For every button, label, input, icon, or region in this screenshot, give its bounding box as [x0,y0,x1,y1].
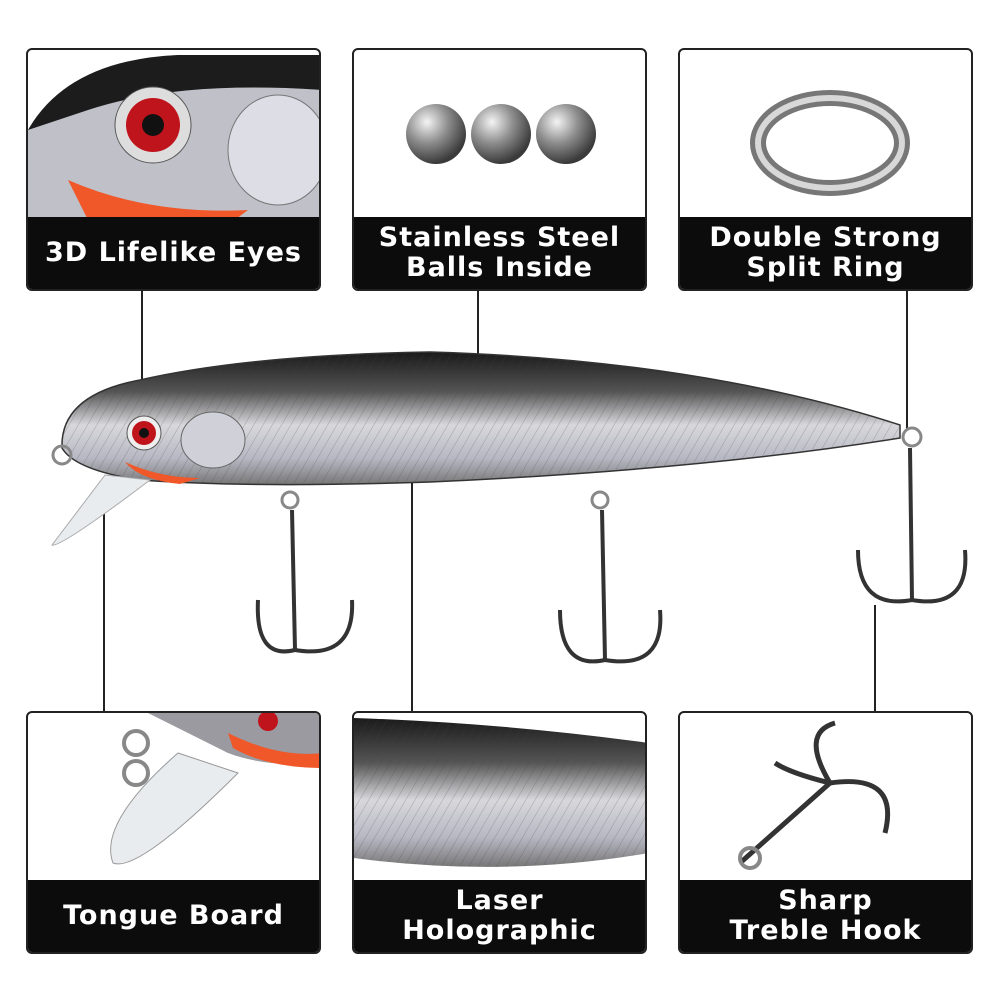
split-ring-image [750,90,910,196]
feature-panel-tongue: Tongue Board [26,711,321,954]
treble-hook-image [738,720,891,870]
feature-panel-eyes: 3D Lifelike Eyes [26,48,321,291]
label-line: 3D Lifelike Eyes [45,237,302,268]
connector-ring [906,290,908,430]
connector-tongue [103,490,105,712]
label-line: Split Ring [746,252,905,283]
label-line: Balls Inside [405,252,593,283]
connector-laser [411,460,413,712]
label-line: Treble Hook [729,915,922,946]
label-line: Double Strong [709,222,942,253]
feature-panel-hook: Sharp Treble Hook [678,711,973,954]
label-line: Stainless Steel [378,222,621,253]
feature-panel-ring: Double Strong Split Ring [678,48,973,291]
holographic-body-image [354,718,645,867]
label-line: Tongue Board [63,900,284,931]
feature-label: Sharp Treble Hook [680,880,971,952]
connector-hook [874,605,876,712]
label-line: Sharp [778,885,873,916]
connector-eyes [141,290,143,418]
feature-panel-balls: Stainless Steel Balls Inside [352,48,647,291]
tongue-board-image [110,713,319,865]
label-line: Laser [455,885,544,916]
feature-label: Double Strong Split Ring [680,217,971,289]
steel-balls-image [406,104,596,164]
feature-label: Laser Holographic [354,880,645,952]
feature-label: 3D Lifelike Eyes [28,217,319,289]
label-line: Holographic [402,915,597,946]
feature-panel-laser: Laser Holographic [352,711,647,954]
feature-label: Stainless Steel Balls Inside [354,217,645,289]
feature-label: Tongue Board [28,880,319,952]
lure-eye-closeup-image [28,55,319,225]
